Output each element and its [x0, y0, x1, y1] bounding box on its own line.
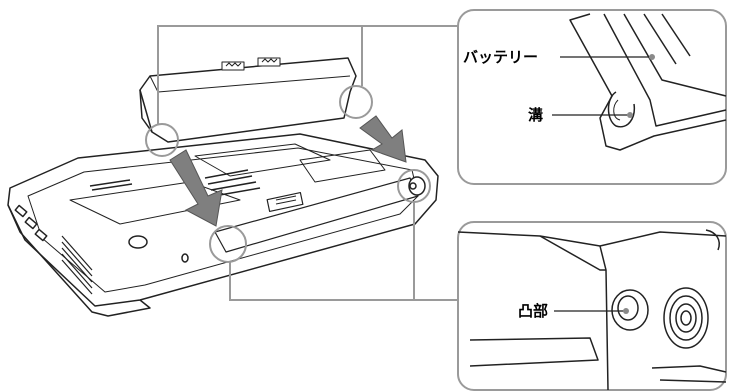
side-vent — [61, 235, 93, 295]
label-protrusion: 凸部 — [518, 302, 548, 320]
insert-arrow-left — [169, 149, 223, 227]
detail-box-bottom — [457, 221, 727, 391]
callout-circle-battery-right — [339, 85, 373, 119]
battery-pack — [139, 57, 357, 143]
insert-arrow-right — [359, 115, 407, 163]
label-groove: 溝 — [528, 106, 543, 124]
laptop-body — [7, 133, 439, 317]
callout-lines — [145, 25, 458, 301]
detail-box-top — [457, 9, 727, 185]
callout-circle-battery-left — [145, 123, 179, 157]
label-battery: バッテリー — [463, 48, 538, 66]
callout-circle-bay-left — [209, 225, 247, 263]
